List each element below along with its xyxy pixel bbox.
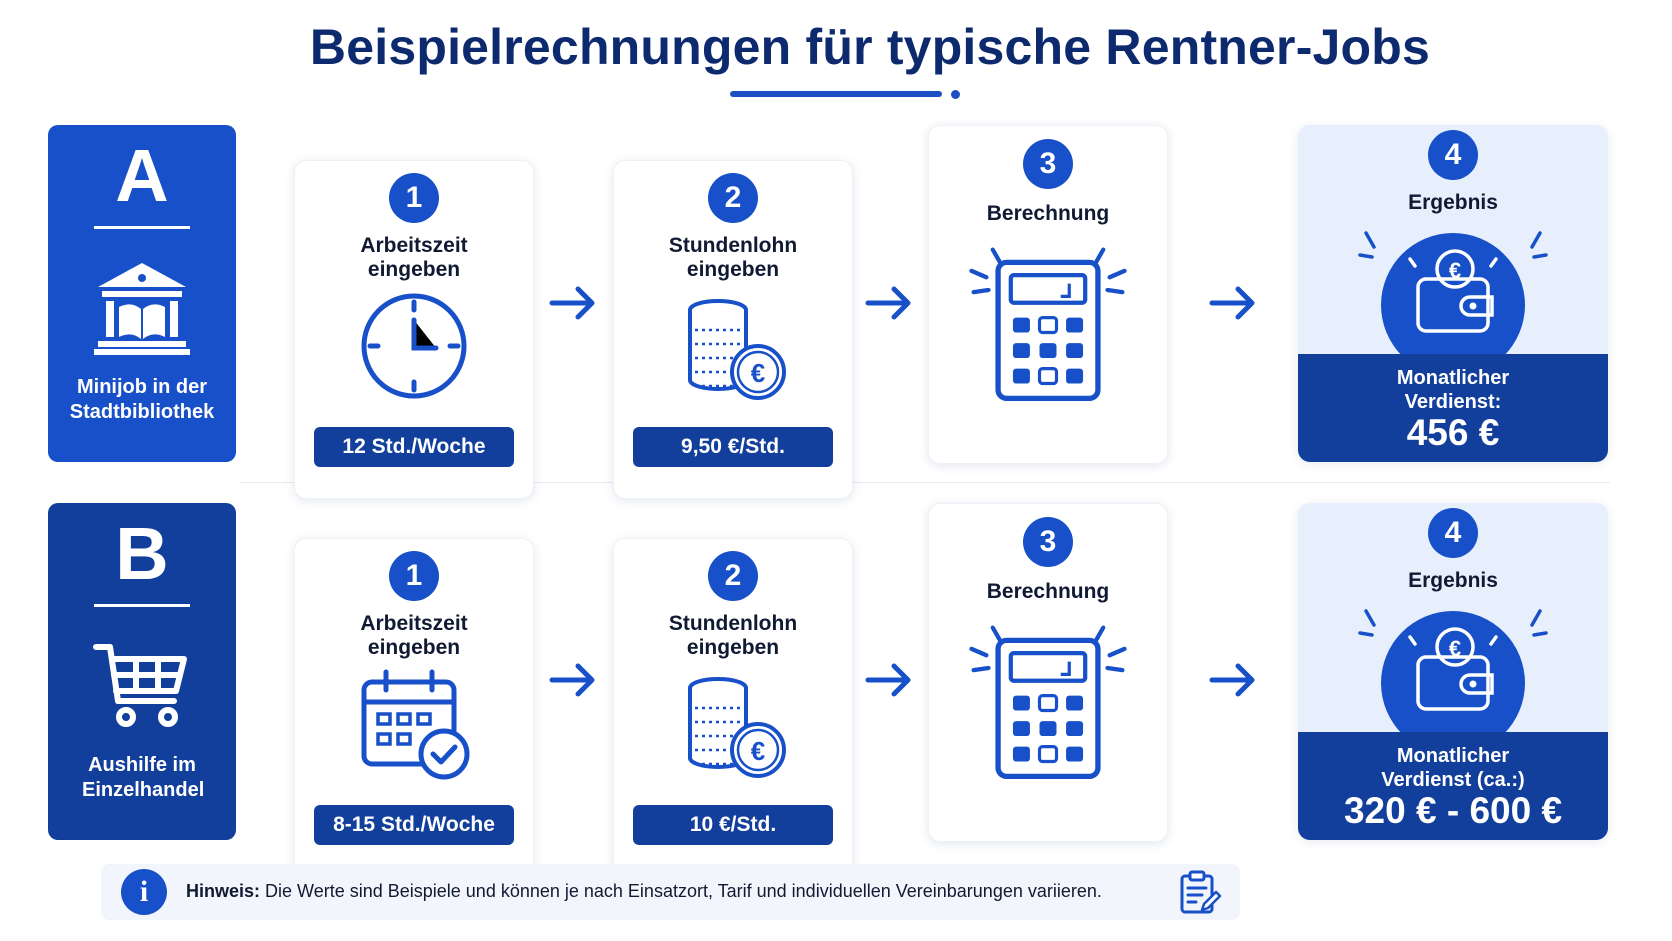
result-panel: Monatlicher Verdienst: 456 €: [1298, 354, 1608, 462]
title-underline-dot: [951, 90, 960, 99]
hint-label: Hinweis:: [186, 881, 261, 901]
result-panel: Monatlicher Verdienst (ca.:) 320 € - 600…: [1298, 732, 1608, 840]
step-title: Berechnung: [986, 202, 1110, 225]
result-value: 456 €: [1406, 412, 1500, 453]
step-title: Arbeitszeit eingeben: [360, 612, 468, 659]
page-title: Beispielrechnungen für typische Rentner-…: [309, 19, 1431, 75]
job-title: Minijob in der Stadtbibliothek: [69, 376, 215, 423]
step-card-wage: 2 Stundenlohn eingeben 10 €/Std.: [613, 538, 853, 877]
arrow-right-icon: [1208, 660, 1260, 700]
step-title: Stundenlohn eingeben: [668, 234, 798, 281]
arrow-right-icon: [548, 660, 600, 700]
step-title: Berechnung: [986, 580, 1110, 603]
result-value: 320 € - 600 €: [1343, 790, 1563, 831]
wage-value: 9,50 €/Std.: [633, 427, 833, 467]
shopping-cart-icon: [93, 644, 187, 727]
step-number-badge: 3: [1023, 139, 1073, 189]
step-title: Arbeitszeit eingeben: [360, 234, 468, 281]
step-number-badge: 2: [708, 551, 758, 601]
wage-value: 10 €/Std.: [633, 805, 833, 845]
step-number-badge: 2: [708, 173, 758, 223]
info-icon: i: [121, 869, 167, 915]
row-b-label-box: B Aushilfe im Einzelhandel: [48, 503, 236, 840]
step-number-badge: 4: [1428, 130, 1478, 180]
clock-icon: [361, 293, 467, 399]
wallet-euro-icon: [1358, 225, 1548, 355]
label-divider: [94, 226, 190, 229]
step-number-badge: 1: [389, 173, 439, 223]
calculator-icon: [963, 239, 1133, 409]
step-card-hours: 1 Arbeitszeit eingeben 8-15 Std./Woche: [294, 538, 534, 877]
calculator-icon: [963, 617, 1133, 787]
hint-box: i Hinweis: Die Werte sind Beispiele und …: [101, 864, 1240, 920]
arrow-right-icon: [864, 660, 916, 700]
hours-value: 12 Std./Woche: [314, 427, 514, 467]
wallet-euro-icon: [1358, 603, 1548, 733]
row-letter: B: [115, 512, 169, 595]
row-separator: [240, 482, 1610, 483]
coins-euro-icon: [673, 664, 793, 784]
result-title: Ergebnis: [1408, 569, 1498, 592]
job-title: Aushilfe im Einzelhandel: [82, 754, 205, 801]
result-label: Monatlicher Verdienst (ca.:): [1381, 745, 1525, 791]
step-card-calculation: 3 Berechnung: [928, 125, 1168, 464]
step-title: Stundenlohn eingeben: [668, 612, 798, 659]
title-underline: [730, 91, 942, 97]
step-card-hours: 1 Arbeitszeit eingeben 12 Std./Woche: [294, 160, 534, 499]
result-title: Ergebnis: [1408, 191, 1498, 214]
calendar-check-icon: [361, 669, 470, 780]
result-label: Monatlicher Verdienst:: [1396, 367, 1510, 413]
result-card-a: 4 Ergebnis Monatlicher Verdienst: 456 €: [1298, 125, 1608, 462]
step-card-calculation: 3 Berechnung: [928, 503, 1168, 842]
step-number-badge: 1: [389, 551, 439, 601]
step-card-wage: 2 Stundenlohn eingeben 9,50 €/Std.: [613, 160, 853, 499]
label-divider: [94, 604, 190, 607]
step-number-badge: 3: [1023, 517, 1073, 567]
row-letter: A: [115, 134, 169, 217]
library-building-icon: [94, 263, 190, 355]
step-number-badge: 4: [1428, 508, 1478, 558]
hours-value: 8-15 Std./Woche: [314, 805, 514, 845]
hint-text: Hinweis: Die Werte sind Beispiele und kö…: [186, 881, 1102, 902]
arrow-right-icon: [548, 283, 600, 323]
hint-body: Die Werte sind Beispiele und können je n…: [265, 881, 1102, 901]
result-card-b: 4 Ergebnis Monatlicher Verdienst (ca.:) …: [1298, 503, 1608, 840]
coins-euro-icon: [673, 286, 793, 406]
row-a-label-box: A Minijob in der Stadtbibliothek: [48, 125, 236, 462]
arrow-right-icon: [1208, 283, 1260, 323]
arrow-right-icon: [864, 283, 916, 323]
clipboard-edit-icon: [1180, 870, 1222, 914]
